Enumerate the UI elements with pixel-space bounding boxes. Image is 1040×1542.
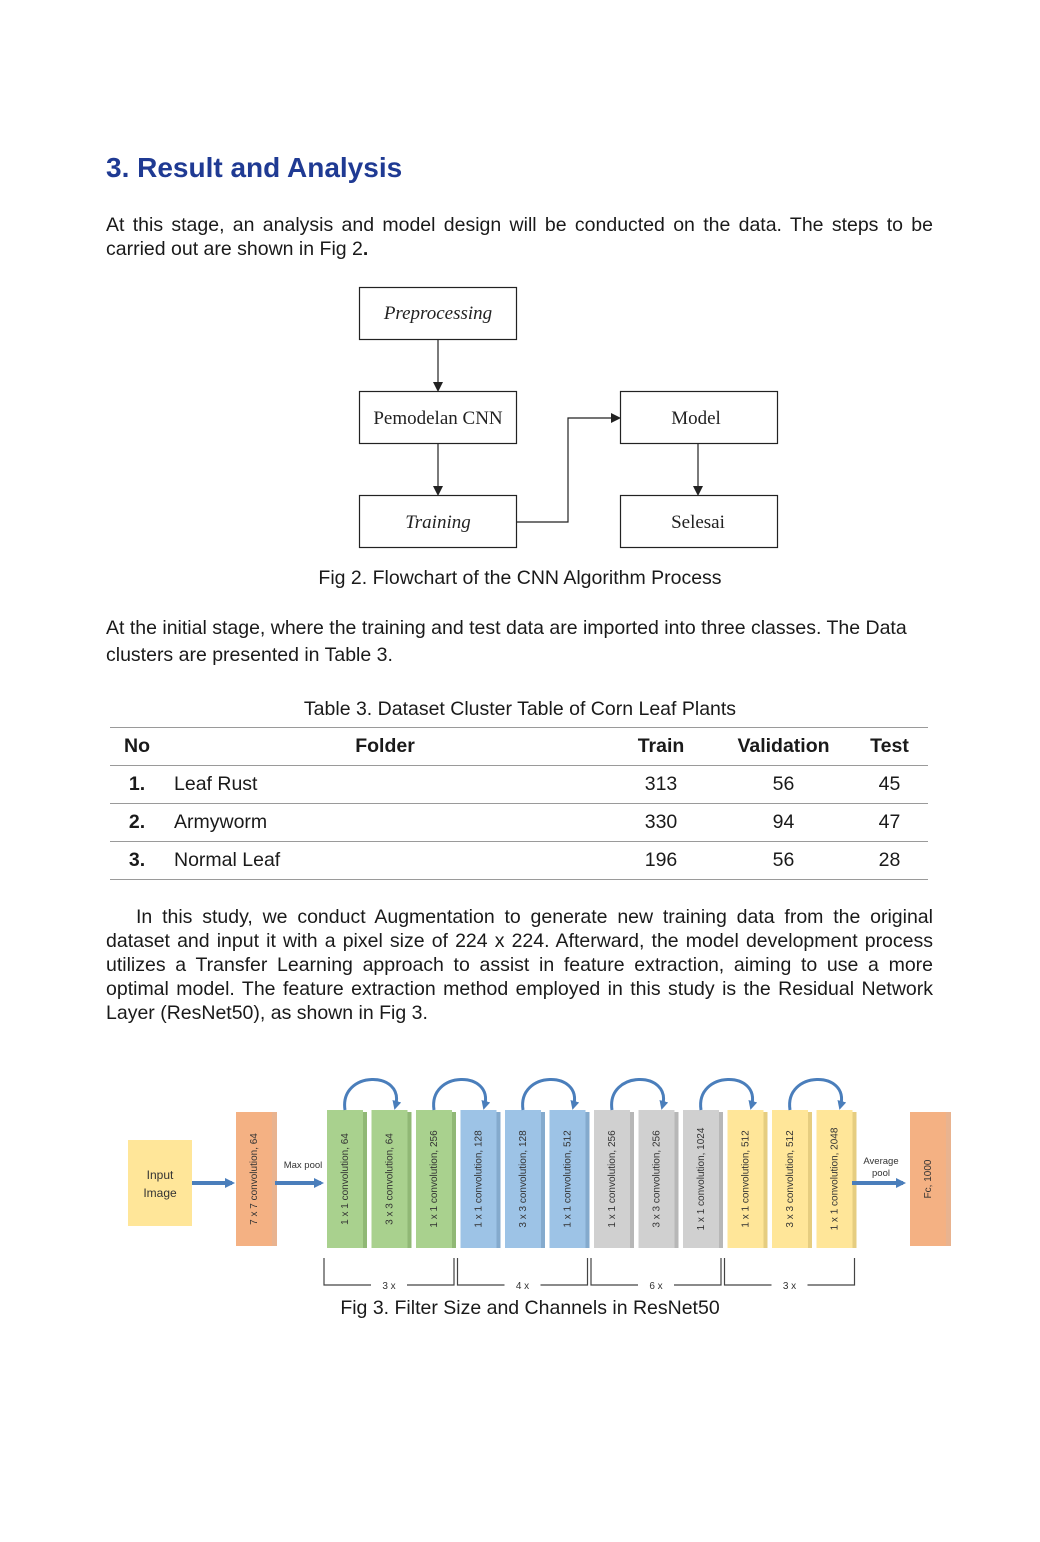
training-label: Training — [405, 512, 470, 533]
residual-loop-arrow — [699, 1078, 758, 1111]
conv-layer-block: 3 x 3 convolution, 256 — [638, 1110, 679, 1248]
header-validation: Validation — [737, 735, 830, 757]
residual-loop-arrow — [432, 1078, 491, 1111]
repeat-count-label: 4 x — [516, 1281, 529, 1292]
cell-folder: Armyworm — [174, 811, 268, 833]
first-conv-label: 7 x 7 convolution, 64 — [249, 1133, 260, 1225]
cell-train: 196 — [644, 849, 678, 871]
conv-layer-label: 3 x 3 convolution, 512 — [785, 1130, 796, 1228]
table-row: 1. Leaf Rust 313 56 45 — [110, 766, 928, 804]
fc-block: Fc, 1000 — [910, 1112, 951, 1246]
conv-layer-label: 3 x 3 convolution, 128 — [518, 1130, 529, 1228]
cell-validation: 56 — [772, 773, 795, 795]
intro-text: At this stage, an analysis and model des… — [106, 214, 933, 260]
max-pool-label: Max pool — [284, 1160, 323, 1171]
conv-layer-block: 3 x 3 convolution, 512 — [772, 1110, 812, 1248]
model-label: Model — [671, 408, 721, 429]
conv-layer-label: 3 x 3 convolution, 256 — [652, 1130, 663, 1228]
residual-loop-arrow — [788, 1078, 847, 1111]
conv-layer-label: 1 x 1 convolution, 256 — [607, 1130, 618, 1228]
conv-layer-block: 1 x 1 convolution, 2048 — [816, 1110, 857, 1248]
conv-layer-block: 3 x 3 convolution, 64 — [371, 1110, 412, 1248]
residual-loop-arrow — [343, 1078, 402, 1111]
cell-validation: 94 — [772, 811, 795, 833]
conv-layer-label: 1 x 1 convolution, 1024 — [696, 1127, 707, 1230]
fig2-caption: Fig 2. Flowchart of the CNN Algorithm Pr… — [318, 567, 722, 589]
residual-loop-arrow — [610, 1078, 669, 1111]
avg-pool-label-1: Average — [863, 1156, 898, 1167]
flow-node-preprocessing: Preprocessing — [358, 286, 518, 341]
cell-validation: 56 — [772, 849, 795, 871]
cell-test: 45 — [878, 773, 901, 795]
flow-node-selesai: Selesai — [619, 494, 779, 549]
augmentation-text: In this study, we conduct Augmentation t… — [106, 906, 933, 1024]
header-no: No — [124, 735, 150, 757]
conv-layer-label: 1 x 1 convolution, 2048 — [830, 1127, 841, 1230]
residual-loop-arrow — [521, 1078, 580, 1111]
cell-train: 313 — [644, 773, 678, 795]
conv-layer-block: 1 x 1 convolution, 256 — [416, 1110, 456, 1248]
data-paragraph: At the initial stage, where the training… — [106, 617, 907, 666]
repeat-bracket — [723, 1258, 856, 1286]
header-folder: Folder — [355, 735, 415, 757]
input-label-2: Image — [143, 1186, 177, 1200]
cell-no: 2. — [128, 811, 146, 833]
repeat-bracket — [590, 1258, 722, 1286]
conv-layer-label: 1 x 1 convolution, 512 — [741, 1130, 752, 1228]
cell-train: 330 — [644, 811, 678, 833]
avg-pool-label-2: pool — [872, 1168, 890, 1179]
intro-period: . — [362, 238, 369, 260]
preprocessing-label: Preprocessing — [383, 303, 492, 324]
conv-layer-block: 1 x 1 convolution, 64 — [327, 1110, 367, 1248]
repeat-bracket — [456, 1258, 589, 1286]
fc-label: Fc, 1000 — [923, 1159, 934, 1198]
conv-layer-label: 1 x 1 convolution, 128 — [474, 1130, 485, 1228]
repeat-bracket — [323, 1258, 455, 1286]
arrow-training-to-model — [517, 413, 621, 523]
header-test: Test — [870, 735, 909, 757]
selesai-label: Selesai — [671, 512, 725, 533]
fig2-flowchart: Preprocessing Pemodelan CNN Training Mod… — [358, 286, 779, 549]
flow-node-training: Training — [358, 494, 518, 549]
fig3-resnet-diagram: Input Image 7 x 7 convolution, 64 Max po… — [128, 1078, 951, 1292]
cell-folder: Normal Leaf — [174, 849, 281, 871]
section-heading: 3. Result and Analysis — [106, 152, 403, 183]
cell-test: 28 — [878, 849, 901, 871]
repeat-count-label: 6 x — [649, 1281, 662, 1292]
input-label-1: Input — [147, 1168, 174, 1182]
conv-layer-block: 3 x 3 convolution, 128 — [505, 1110, 545, 1248]
repeat-count-label: 3 x — [783, 1281, 796, 1292]
conv-layer-label: 1 x 1 convolution, 64 — [340, 1133, 351, 1225]
flow-node-model: Model — [619, 390, 779, 445]
conv-layer-label: 1 x 1 convolution, 256 — [429, 1130, 440, 1228]
flow-node-pemodelan-cnn: Pemodelan CNN — [358, 390, 518, 445]
repeat-count-label: 3 x — [382, 1281, 395, 1292]
conv-layer-label: 1 x 1 convolution, 512 — [563, 1130, 574, 1228]
cell-no: 1. — [128, 773, 146, 795]
cell-folder: Leaf Rust — [174, 773, 258, 795]
table-header-row: No Folder Train Validation Test — [110, 727, 928, 766]
dataset-table: No Folder Train Validation Test 1. Leaf … — [110, 727, 928, 880]
pemodelan-label: Pemodelan CNN — [373, 408, 503, 429]
cell-no: 3. — [128, 849, 146, 871]
intro-paragraph: At this stage, an analysis and model des… — [106, 213, 933, 261]
fig3-caption: Fig 3. Filter Size and Channels in ResNe… — [340, 1297, 720, 1319]
conv-layer-block: 1 x 1 convolution, 128 — [460, 1110, 501, 1248]
input-image-block: Input Image — [128, 1140, 192, 1226]
table-row: 2. Armyworm 330 94 47 — [110, 804, 928, 842]
conv-layer-block: 1 x 1 convolution, 512 — [549, 1110, 590, 1248]
conv-layer-label: 3 x 3 convolution, 64 — [385, 1133, 396, 1225]
table-row: 3. Normal Leaf 196 56 28 — [110, 842, 928, 880]
table3-caption: Table 3. Dataset Cluster Table of Corn L… — [303, 698, 737, 720]
header-train: Train — [637, 735, 685, 757]
first-conv-block: 7 x 7 convolution, 64 — [236, 1112, 277, 1246]
conv-layer-block: 1 x 1 convolution, 1024 — [683, 1110, 723, 1248]
augmentation-paragraph: In this study, we conduct Augmentation t… — [106, 905, 933, 1025]
conv-layer-block: 1 x 1 convolution, 256 — [594, 1110, 634, 1248]
cell-test: 47 — [878, 811, 901, 833]
conv-layer-block: 1 x 1 convolution, 512 — [727, 1110, 768, 1248]
